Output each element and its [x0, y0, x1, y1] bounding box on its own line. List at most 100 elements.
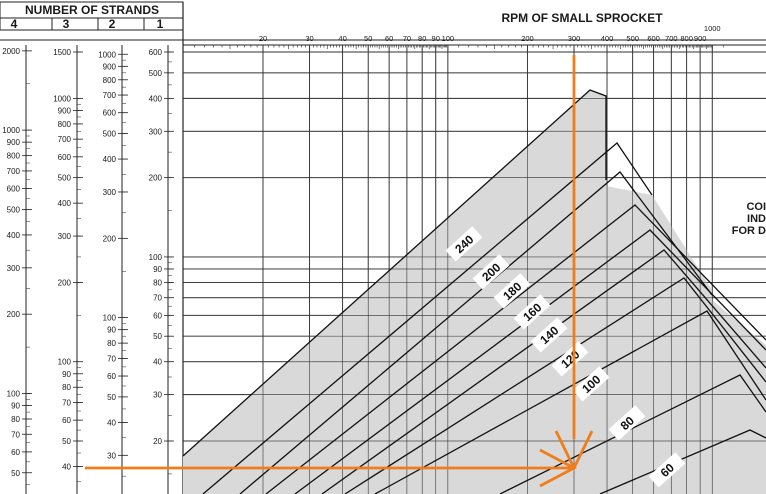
- example-path: [85, 55, 594, 488]
- strand-tick-label: 800: [58, 120, 72, 129]
- strand-tick-label: 40: [153, 358, 162, 367]
- chain-number-bg: [648, 452, 686, 488]
- chain-number-bg: [472, 254, 510, 290]
- x-tick-label: 800: [680, 34, 693, 43]
- strand-tick-label: 80: [107, 339, 116, 348]
- strand-tick-label: 100: [103, 314, 117, 323]
- strand-tick-label: 1000: [98, 50, 116, 59]
- side-caption-line: FOR D: [732, 225, 766, 237]
- x-tick-label: 30: [305, 34, 313, 43]
- rpm-title: RPM OF SMALL SPROCKET: [501, 11, 663, 25]
- x-tick-label: 20: [259, 34, 267, 43]
- strand-tick-label: 30: [153, 391, 162, 400]
- strand-tick-label: 50: [107, 393, 116, 402]
- strands-title: NUMBER OF STRANDS: [25, 3, 159, 17]
- strand-tick-label: 500: [7, 205, 21, 214]
- strand-tick-label: 500: [149, 69, 163, 78]
- x-tick-label: 60: [385, 34, 393, 43]
- strand-tick-label: 900: [7, 138, 21, 147]
- x-tick-label: 200: [521, 34, 534, 43]
- strand-tick-label: 1000: [2, 126, 20, 135]
- strand-tick-label: 300: [149, 127, 163, 136]
- strand-column-3: 3: [63, 17, 70, 31]
- strand-tick-label: 70: [153, 294, 162, 303]
- x-tick-label: 300: [568, 34, 581, 43]
- chain-band-fill: [183, 90, 766, 494]
- strand-tick-label: 800: [7, 152, 21, 161]
- strand-tick-label: 70: [62, 399, 71, 408]
- strand-tick-label: 200: [58, 278, 72, 287]
- strand-tick-label: 200: [103, 234, 117, 243]
- chain-number-bg: [572, 366, 610, 402]
- chain-number-label: 100: [572, 366, 610, 402]
- side-caption-line: COI: [746, 201, 766, 213]
- strand-tick-label: 100: [7, 389, 21, 398]
- x-tick-label: 500: [626, 34, 639, 43]
- strand-tick-label: 90: [11, 402, 20, 411]
- strand-tick-label: 90: [153, 265, 162, 274]
- chain-number-bg: [513, 294, 551, 330]
- x-tick-label: 900: [694, 34, 707, 43]
- chain-number-bg: [445, 226, 483, 262]
- strand-tick-label: 600: [103, 109, 117, 118]
- strand-tick-label: 50: [153, 332, 162, 341]
- strand-tick-label: 60: [11, 448, 20, 457]
- chain-band-line: [239, 171, 713, 494]
- strand-tick-label: 900: [58, 106, 72, 115]
- chain-bands: [182, 45, 766, 494]
- chain-number-label: 60: [648, 452, 686, 488]
- chain-number-bg: [530, 317, 568, 353]
- strand-tick-label: 400: [149, 94, 163, 103]
- strand-tick-label: 1500: [53, 48, 71, 57]
- strand-scales: 2000100090080070060050040030020010090807…: [2, 18, 174, 494]
- strand-tick-label: 600: [58, 153, 72, 162]
- strand-tick-label: 300: [58, 232, 72, 241]
- strand-tick-label: 700: [58, 135, 72, 144]
- strand-tick-label: 30: [107, 451, 116, 460]
- strand-tick-label: 400: [7, 231, 21, 240]
- strand-tick-label: 700: [7, 167, 21, 176]
- chain-band-line: [321, 249, 766, 494]
- strand-tick-label: 900: [103, 62, 117, 71]
- strand-tick-label: 60: [153, 311, 162, 320]
- chain-band-line: [202, 142, 653, 494]
- strand-tick-label: 70: [11, 430, 20, 439]
- strand-tick-label: 50: [62, 437, 71, 446]
- strand-tick-label: 400: [103, 155, 117, 164]
- strand-column-2: 2: [109, 17, 116, 31]
- strand-tick-label: 40: [107, 418, 116, 427]
- chain-number-bg: [493, 273, 531, 309]
- x-tick-label: 50: [364, 34, 372, 43]
- strand-tick-label: 60: [62, 416, 71, 425]
- chain-band-line: [182, 89, 607, 457]
- chain-band-line: [374, 310, 766, 494]
- chain-band-line: [294, 229, 766, 494]
- strand-tick-label: 90: [107, 326, 116, 335]
- strand-tick-label: 20: [153, 437, 162, 446]
- strand-tick-label: 60: [107, 372, 116, 381]
- strand-column-1: 1: [157, 17, 164, 31]
- orange-arrowhead-down: [554, 430, 594, 472]
- strand-tick-label: 300: [103, 188, 117, 197]
- x-tick-label: 40: [338, 34, 346, 43]
- strand-tick-label: 70: [107, 354, 116, 363]
- strand-tick-label: 500: [58, 174, 72, 183]
- chain-band-line: [599, 429, 766, 494]
- strand-tick-label: 700: [103, 91, 117, 100]
- x-tick-label: 70: [403, 34, 411, 43]
- strand-tick-label: 600: [7, 185, 21, 194]
- strand-tick-label: 80: [153, 278, 162, 287]
- strand-tick-label: 40: [62, 463, 71, 472]
- strand-column-4: 4: [11, 17, 18, 31]
- strand-tick-label: 100: [149, 253, 163, 262]
- chain-number-bg: [608, 405, 646, 441]
- strand-tick-label: 400: [58, 199, 72, 208]
- strand-tick-label: 200: [7, 310, 21, 319]
- x-tick-label: 90: [432, 34, 440, 43]
- strand-tick-label: 1000: [53, 94, 71, 103]
- strand-tick-label: 300: [7, 264, 21, 273]
- x-tick-label: 100: [442, 34, 455, 43]
